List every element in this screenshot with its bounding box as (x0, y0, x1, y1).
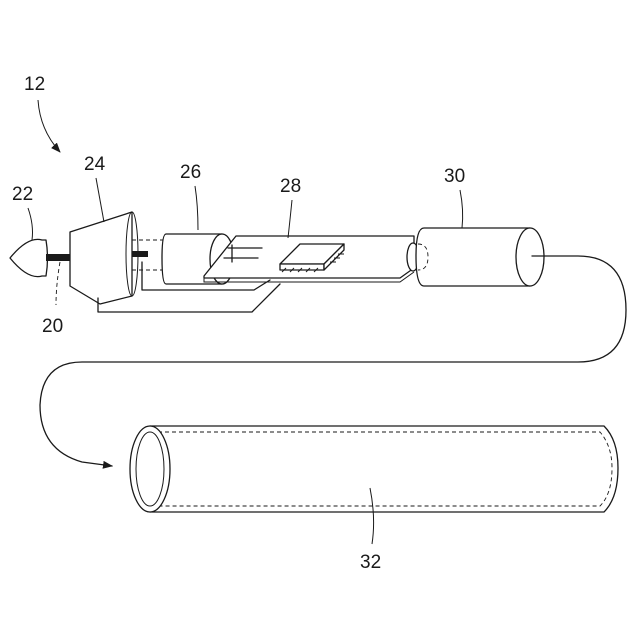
circuit-board-28 (204, 236, 414, 282)
label-32: 32 (360, 552, 381, 573)
leader-24 (96, 178, 104, 222)
label-12: 12 (24, 74, 45, 95)
label-28: 28 (280, 176, 301, 197)
label-24: 24 (84, 154, 106, 175)
cone-24 (70, 212, 138, 304)
tube-32 (130, 426, 618, 512)
leader-30 (460, 190, 463, 228)
label-20: 20 (42, 316, 63, 337)
leader-26 (195, 186, 198, 230)
label-30: 30 (444, 166, 465, 187)
label-22: 22 (12, 184, 33, 205)
leader-28 (288, 200, 292, 238)
leader-22 (28, 208, 33, 240)
tip-22 (10, 239, 48, 276)
shaft-20 (46, 254, 72, 261)
label-26: 26 (180, 162, 201, 183)
connector-rod (132, 251, 148, 257)
leader-20 (56, 262, 60, 305)
assembly-pointer-arrow (38, 100, 60, 152)
cylinder-30 (416, 228, 544, 286)
